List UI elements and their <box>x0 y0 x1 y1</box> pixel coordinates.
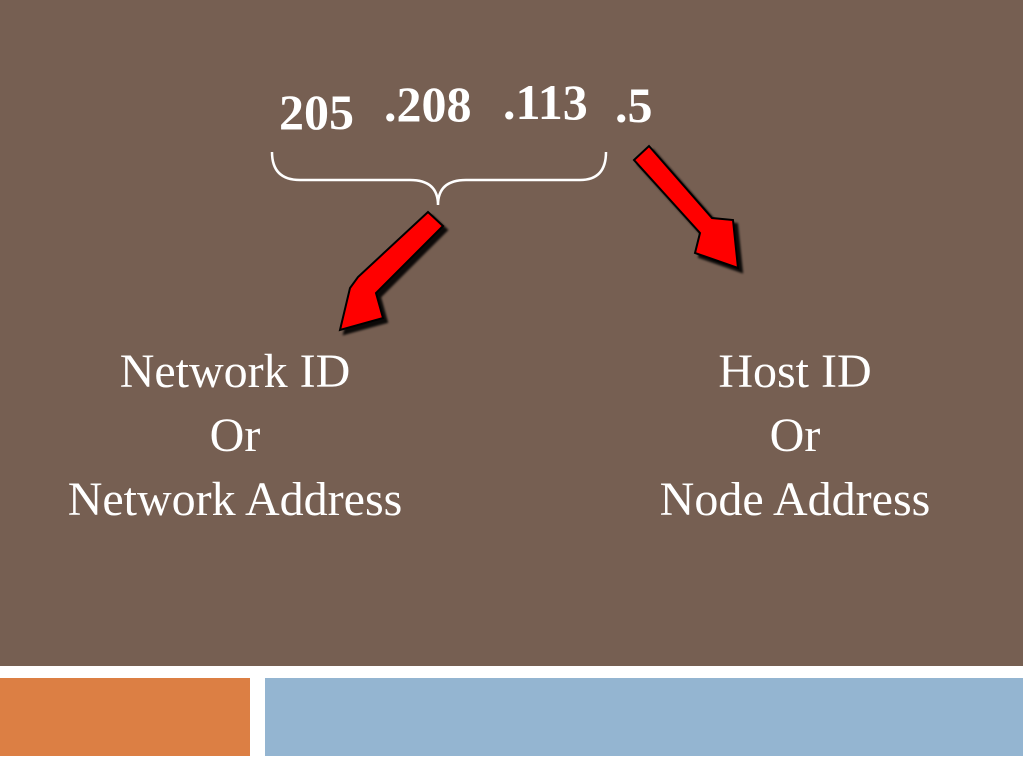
host-id-line: Host ID <box>718 345 872 398</box>
arrow-down-left-icon <box>338 210 445 332</box>
ip-octet-1: 205 <box>279 84 354 140</box>
node-address-line: Node Address <box>659 473 931 526</box>
host-or-line: Or <box>769 409 821 462</box>
network-address-line: Network Address <box>67 473 403 526</box>
ip-octet-2: .208 <box>384 76 472 132</box>
footer-orange-bar <box>0 678 250 756</box>
footer-blue-bar <box>265 678 1023 756</box>
ip-octet-4: .5 <box>615 77 653 133</box>
ip-octet-3: .113 <box>503 74 588 130</box>
network-or-line: Or <box>209 409 261 462</box>
arrow-down-right-icon <box>632 144 740 270</box>
network-id-label: Network ID Or Network Address <box>20 340 450 532</box>
host-id-label: Host ID Or Node Address <box>595 340 995 532</box>
main-panel <box>0 0 1023 666</box>
network-id-line: Network ID <box>119 345 351 398</box>
curly-brace-icon <box>270 151 608 206</box>
